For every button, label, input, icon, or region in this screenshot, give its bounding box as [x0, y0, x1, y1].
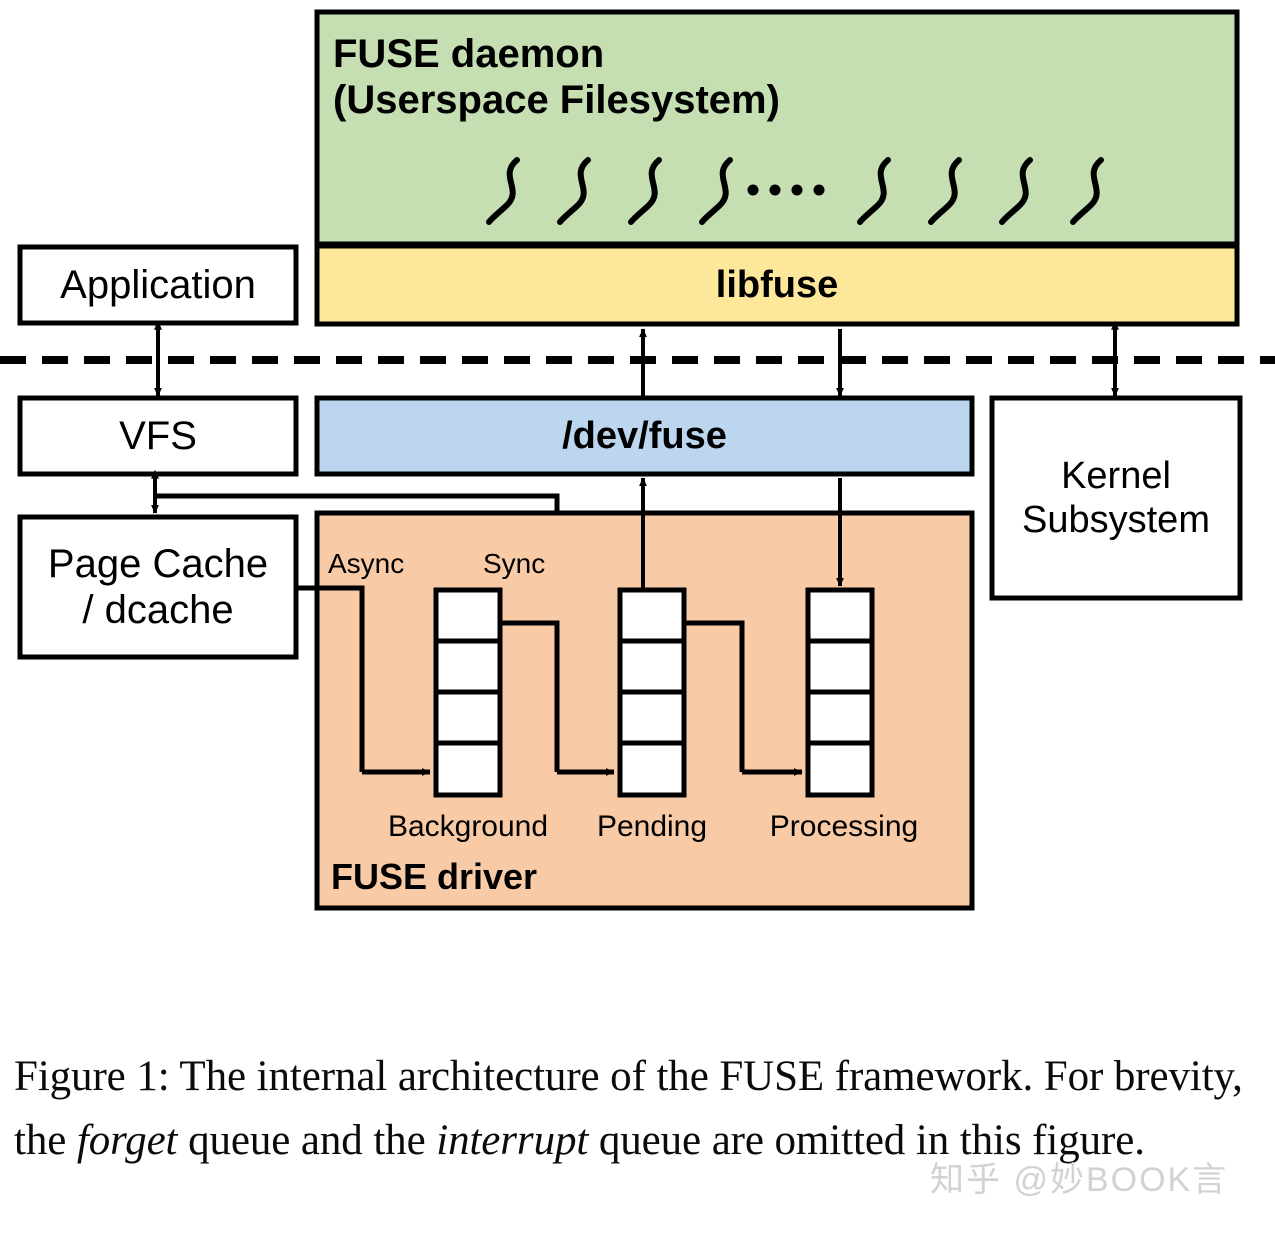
queue-cell	[805, 740, 875, 798]
vfs-box	[17, 395, 299, 477]
queue-cell	[617, 740, 687, 798]
connector-pending-to-processing	[684, 620, 745, 772]
queue-cell	[805, 638, 875, 696]
queue-pending	[617, 587, 687, 798]
fuse-architecture-diagram: FUSE daemon (Userspace Filesystem) libfu…	[0, 9, 1275, 911]
queue-cell	[433, 689, 503, 747]
queue-cell	[433, 638, 503, 696]
queue-cell	[433, 740, 503, 798]
queue-cell	[617, 689, 687, 747]
queue-cell	[433, 587, 503, 645]
queue-cell	[617, 587, 687, 645]
figure-caption: Figure 1: The internal architecture of t…	[14, 1045, 1264, 1172]
kernel-subsystem-box	[989, 395, 1243, 601]
caption-prefix: Figure 1: The internal architecture of t…	[14, 1053, 1243, 1164]
thread-ellipsis	[747, 184, 825, 196]
caption-suffix: queue are omitted in this figure.	[588, 1116, 1145, 1164]
thread-squiggles-left	[486, 157, 733, 225]
caption-italic-forget: forget	[76, 1116, 178, 1164]
connector-page-cache-to-async	[296, 585, 365, 772]
caption-italic-interrupt: interrupt	[436, 1116, 589, 1164]
dev-fuse-box	[314, 395, 975, 477]
queue-processing	[805, 587, 875, 798]
diagram-canvas	[0, 9, 1275, 911]
libfuse-box	[314, 243, 1240, 327]
queue-background	[433, 587, 503, 798]
page-cache-box	[17, 514, 299, 660]
fuse-daemon-box	[314, 9, 1240, 247]
connector-background-to-pending	[500, 620, 560, 772]
queue-cell	[805, 587, 875, 645]
thread-squiggles-right	[857, 157, 1104, 225]
application-box	[17, 244, 299, 326]
queue-cell	[617, 638, 687, 696]
caption-middle: queue and the	[177, 1116, 437, 1164]
queue-cell	[805, 689, 875, 747]
